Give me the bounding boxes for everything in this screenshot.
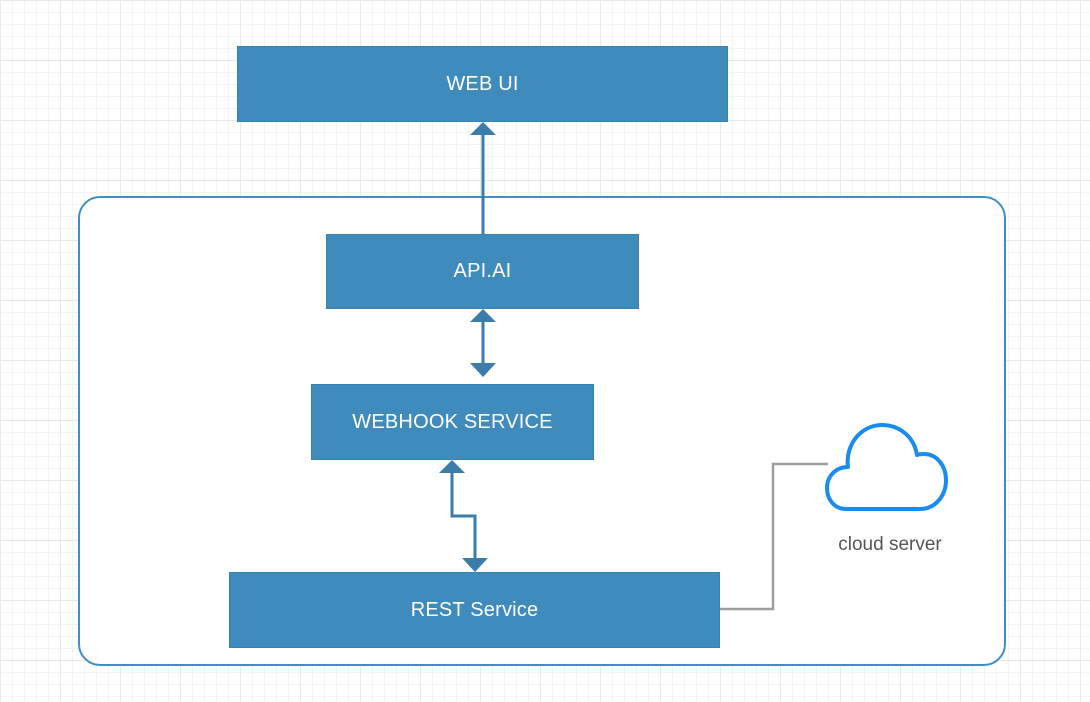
rest-service-node[interactable]: REST Service	[229, 572, 720, 648]
webhook-service-node[interactable]: WEBHOOK SERVICE	[311, 384, 594, 460]
api-ai-label: API.AI	[453, 260, 512, 282]
webhook-service-label: WEBHOOK SERVICE	[352, 410, 553, 433]
cloud-server-label: cloud server	[838, 534, 942, 555]
api-to-webui-connector	[470, 122, 496, 234]
webhook-rest-connector	[439, 460, 488, 572]
rest-cloud-connector	[720, 462, 828, 611]
cloud-icon[interactable]	[824, 420, 950, 516]
web-ui-node[interactable]: WEB UI	[237, 46, 728, 122]
api-ai-node[interactable]: API.AI	[326, 234, 639, 309]
rest-service-label: REST Service	[410, 598, 539, 621]
api-webhook-connector	[470, 309, 496, 377]
web-ui-label: WEB UI	[446, 72, 519, 95]
